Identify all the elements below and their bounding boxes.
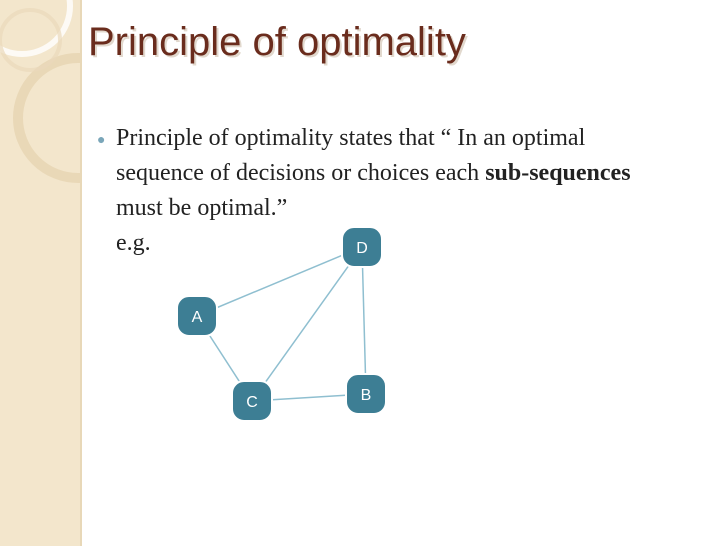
node-D: D [341, 226, 383, 268]
band-divider [80, 0, 82, 546]
bullet-icon: ● [97, 133, 106, 148]
node-shape-A [176, 295, 218, 337]
page-title: Principle of optimality [88, 20, 466, 64]
node-label-D: D [356, 240, 368, 257]
node-shape-C [231, 380, 273, 422]
node-label-B: B [361, 387, 372, 404]
node-C: C [231, 380, 273, 422]
bullet-text-part: Principle of optimality states that “ In… [116, 125, 586, 186]
edge-A-D [196, 246, 363, 317]
bullet-text: Principle of optimality states that “ In… [116, 121, 676, 226]
page-title-shadow: Principle of optimality [90, 22, 468, 66]
node-label-A: A [192, 309, 203, 326]
decorative-left-band [0, 0, 143, 546]
node-label-C: C [246, 394, 258, 411]
node-B: B [345, 373, 387, 415]
edge-C-D [251, 246, 363, 402]
node-shape-D [341, 226, 383, 268]
node-shape-B [345, 373, 387, 415]
bullet-text-end: must be optimal.” [116, 195, 288, 221]
example-label: e.g. [116, 230, 151, 256]
edge-D-B [361, 246, 367, 395]
bullet-bold-term: sub-sequences [485, 160, 631, 186]
node-A: A [176, 295, 218, 337]
